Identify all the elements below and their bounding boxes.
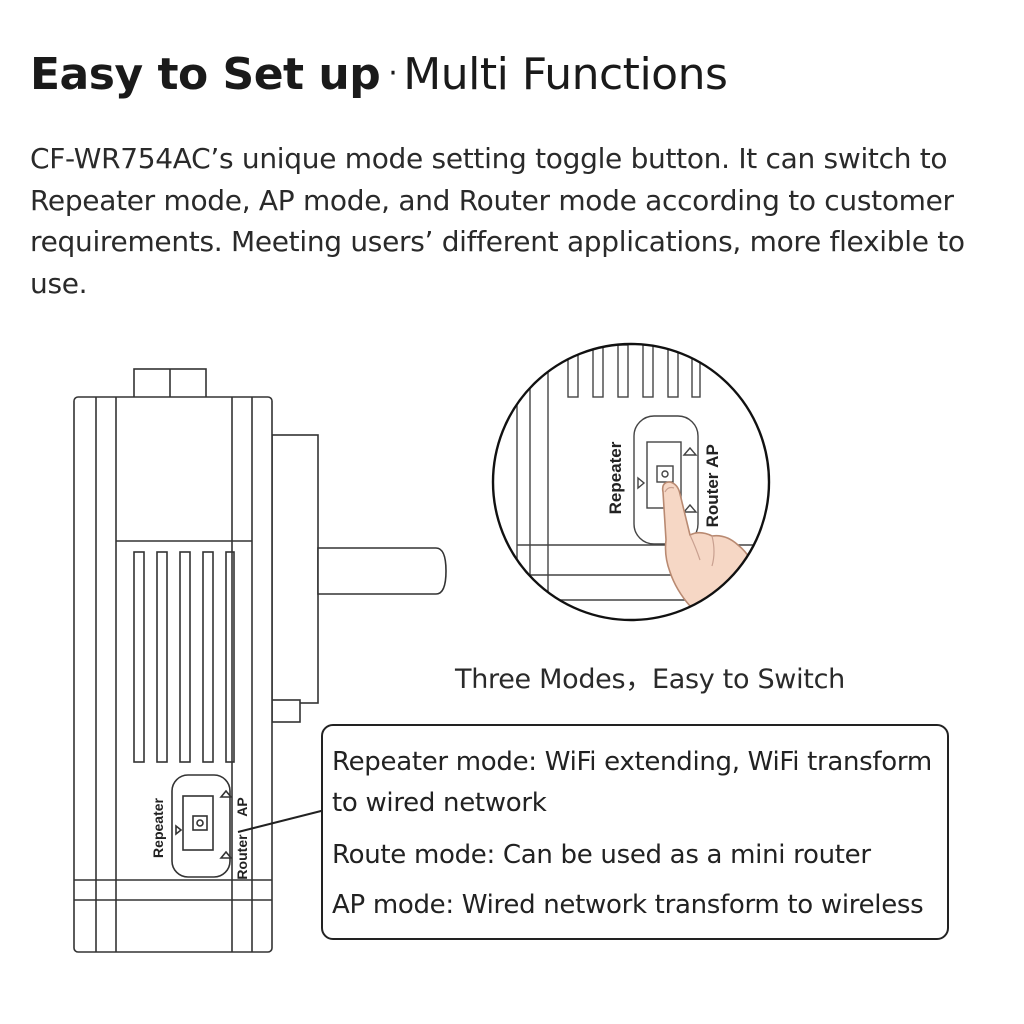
mode-line-repeater-cont: to wired network	[332, 788, 547, 818]
mode-line-route: Route mode: Can be used as a mini router	[332, 840, 871, 870]
page-title: Easy to Set up·Multi Functions	[30, 44, 728, 105]
intro-paragraph: CF-WR754AC’s unique mode setting toggle …	[30, 142, 965, 300]
inset-label-repeater: Repeater	[606, 441, 625, 514]
inset-label-ap: AP	[703, 444, 722, 468]
title-bold: Easy to Set up	[30, 49, 381, 100]
switch-label-ap: AP	[234, 797, 250, 816]
zoom-inset: Repeater Router AP	[491, 342, 771, 622]
modes-caption: Three Modes，Easy to Switch	[455, 664, 845, 695]
mode-line-ap: AP mode: Wired network transform to wire…	[332, 890, 924, 920]
switch-label-repeater: Repeater	[150, 797, 166, 857]
switch-label-router: Router	[234, 834, 250, 880]
mode-line-repeater: Repeater mode: WiFi extending, WiFi tran…	[332, 747, 932, 777]
title-separator: ·	[388, 56, 398, 91]
inset-label-router: Router	[703, 472, 722, 527]
device-illustration: Repeater Router AP	[73, 368, 447, 953]
mode-description-box: Repeater mode: WiFi extending, WiFi tran…	[321, 724, 949, 940]
title-light: Multi Functions	[403, 49, 728, 100]
